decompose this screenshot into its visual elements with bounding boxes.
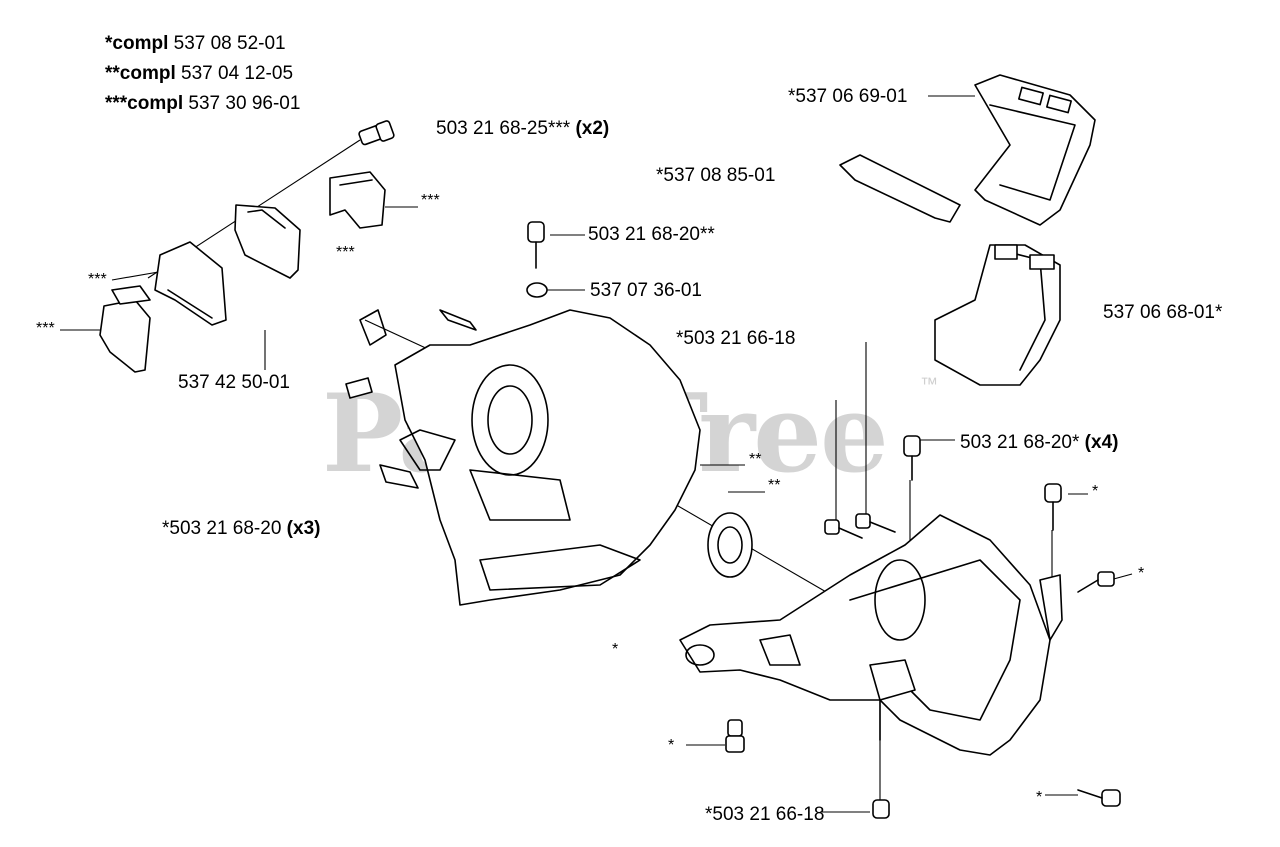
part-label-5[interactable]: 537 07 36-01 — [590, 280, 702, 301]
marker-single-c: * — [612, 641, 619, 658]
part-label-11[interactable]: *503 21 66-18 — [705, 804, 825, 825]
marker-single-e: * — [1036, 789, 1043, 806]
crankcase-half — [345, 309, 701, 606]
marker-triple-a: *** — [421, 192, 440, 209]
part-label-1[interactable]: 503 21 68-25*** (x2) — [436, 118, 610, 139]
part-label-10[interactable]: *503 21 68-20 (x3) — [162, 518, 321, 539]
part-label-7[interactable]: *503 21 66-18 — [676, 328, 796, 349]
marker-triple-b: *** — [336, 244, 355, 261]
screw-top — [358, 120, 395, 146]
part-label-9[interactable]: 503 21 68-20* (x4) — [960, 432, 1119, 453]
part-label-6[interactable]: 537 06 68-01* — [1103, 302, 1223, 323]
trademark-mark: ™ — [920, 374, 938, 394]
marker-single-b: * — [1138, 565, 1145, 582]
legend-row-2: **compl 537 04 12-05 — [105, 63, 294, 84]
clamp-parts — [99, 171, 386, 373]
part-label-3[interactable]: *537 08 85-01 — [656, 165, 776, 186]
legend-row-1: *compl 537 08 52-01 — [105, 33, 286, 54]
marker-triple-d: *** — [36, 320, 55, 337]
marker-single-d: * — [668, 737, 675, 754]
cylinder-cover — [934, 244, 1061, 386]
marker-triple-c: *** — [88, 271, 107, 288]
marker-double-a: ** — [749, 451, 762, 468]
bolts — [725, 435, 1121, 819]
screw-center — [526, 221, 548, 298]
marker-double-b: ** — [768, 477, 781, 494]
part-label-2[interactable]: *537 06 69-01 — [788, 86, 908, 107]
marker-single-a: * — [1092, 483, 1099, 500]
part-label-8[interactable]: 537 42 50-01 — [178, 372, 290, 393]
legend-row-3: ***compl 537 30 96-01 — [105, 93, 301, 114]
gaskets — [839, 74, 1096, 226]
crankcase-right — [679, 514, 1063, 756]
bearing — [707, 512, 753, 578]
part-label-4[interactable]: 503 21 68-20** — [588, 224, 715, 245]
